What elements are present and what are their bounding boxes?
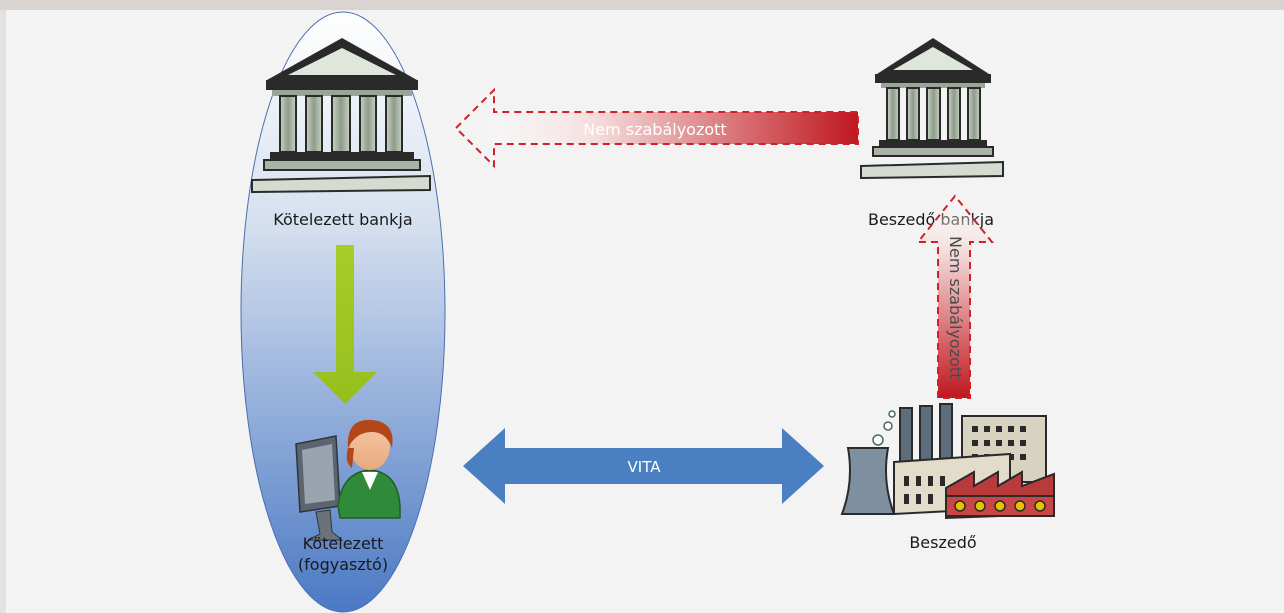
dispute-arrow	[463, 428, 824, 504]
vertical-arrow-label: Nem szabályozott	[946, 236, 965, 379]
down-arrow	[313, 245, 377, 404]
diagram-panel	[0, 10, 1284, 613]
person-at-computer-icon	[295, 419, 401, 541]
bank-building-icon	[251, 38, 431, 194]
debtor-bank-label: Kötelezett bankja	[273, 210, 412, 229]
factory-icon	[840, 403, 1055, 520]
debtor-label-line1: Kötelezett	[303, 534, 384, 553]
bank-building-icon	[860, 38, 1004, 180]
vertical-unregulated-arrow	[915, 194, 995, 399]
debtor-label-line2: (fogyasztó)	[298, 555, 388, 574]
left-border	[0, 10, 6, 613]
top-border	[0, 0, 1284, 10]
top-arrow-label: Nem szabályozott	[583, 120, 726, 139]
top-unregulated-arrow	[454, 87, 859, 169]
creditor-label: Beszedő	[909, 533, 976, 552]
dispute-arrow-label: VITA	[628, 458, 662, 476]
